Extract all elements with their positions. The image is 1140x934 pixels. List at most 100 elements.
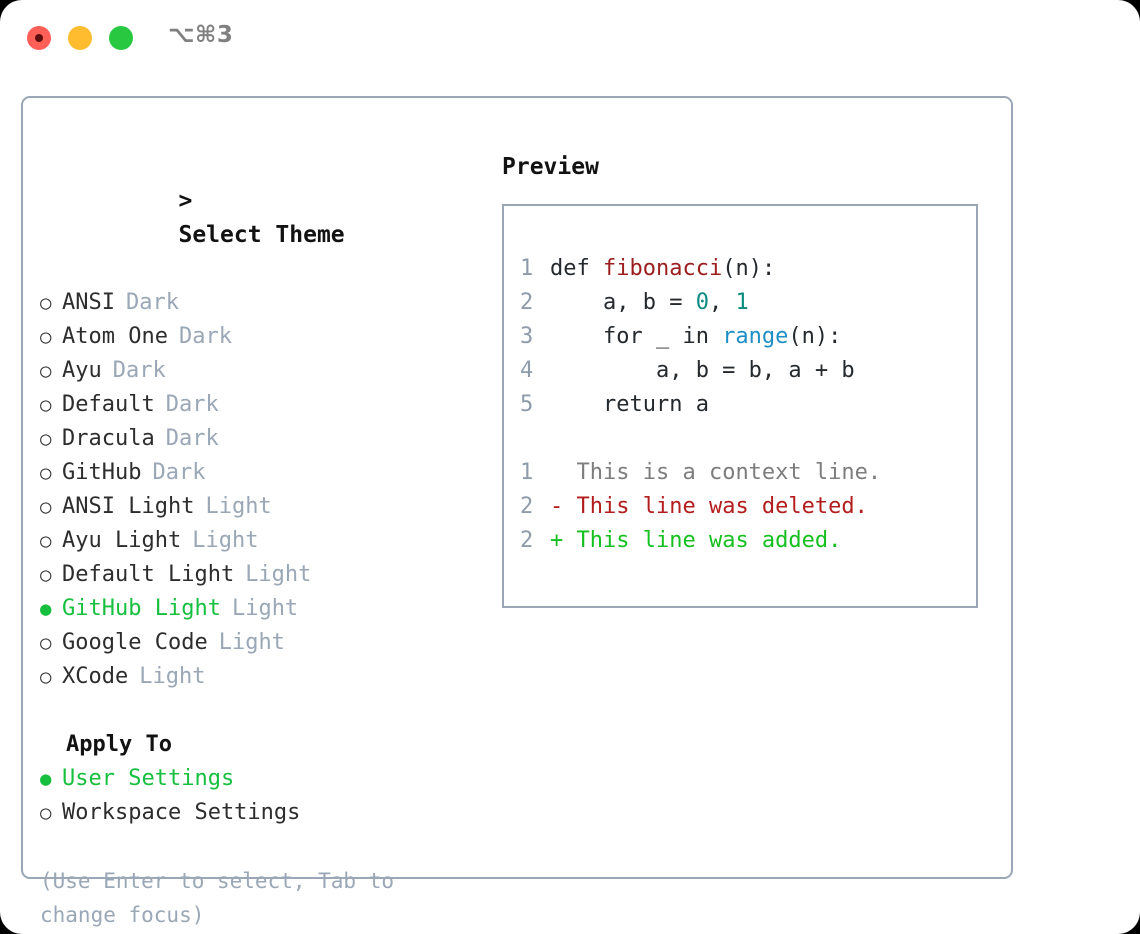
theme-option-ansi-light[interactable]: ○ ANSI Light Light xyxy=(40,490,470,524)
code-line: 2 a, b = 0, 1 xyxy=(520,286,970,320)
radio-unselected-icon: ○ xyxy=(40,394,52,416)
diff-line-text: This line was added. xyxy=(576,528,842,553)
diff-line-added: 2 + This line was added. xyxy=(520,524,970,558)
line-number: 1 xyxy=(520,460,534,485)
preview-spacer xyxy=(520,422,970,456)
apply-to-option-label: Workspace Settings xyxy=(62,800,301,825)
traffic-lights xyxy=(27,26,133,50)
select-theme-heading: > Select Theme xyxy=(40,150,470,286)
theme-option-variant-badge: Light xyxy=(245,562,312,587)
radio-selected-icon: ● xyxy=(40,768,52,790)
code-token-num: 1 xyxy=(735,290,749,315)
code-line: 3 for _ in range(n): xyxy=(520,320,970,354)
theme-option-variant-badge: Dark xyxy=(125,290,179,315)
radio-unselected-icon: ○ xyxy=(40,292,52,314)
diff-sample: 1 This is a context line.2- This line wa… xyxy=(520,456,970,558)
diff-line-text: This line was deleted. xyxy=(576,494,868,519)
code-line: 1 def fibonacci(n): xyxy=(520,252,970,286)
theme-option-ayu[interactable]: ○ Ayu Dark xyxy=(40,354,470,388)
radio-unselected-icon: ○ xyxy=(40,496,52,518)
radio-unselected-icon: ○ xyxy=(40,360,52,382)
theme-option-ansi[interactable]: ○ ANSI Dark xyxy=(40,286,470,320)
theme-option-label: ANSI Light xyxy=(62,494,195,519)
theme-option-label: Dracula xyxy=(62,426,155,451)
code-token-num: 0 xyxy=(695,290,709,315)
theme-option-label: ANSI xyxy=(62,290,115,315)
line-number: 2 xyxy=(520,528,534,553)
diff-marker: - xyxy=(550,494,577,519)
theme-option-variant-badge: Light xyxy=(231,596,299,621)
theme-option-label: Ayu xyxy=(62,358,102,383)
maximize-window-button[interactable] xyxy=(109,26,133,50)
radio-unselected-icon: ○ xyxy=(40,530,52,552)
theme-option-variant-badge: Light xyxy=(139,664,206,689)
theme-option-variant-badge: Dark xyxy=(165,426,219,451)
diff-marker xyxy=(550,456,577,490)
theme-option-variant-badge: Light xyxy=(218,630,285,655)
apply-to-option-label: User Settings xyxy=(62,766,235,791)
theme-option-label: GitHub xyxy=(62,460,142,485)
theme-option-variant-badge: Dark xyxy=(112,358,166,383)
apply-to-list: ● User Settings ○ Workspace Settings xyxy=(40,762,470,830)
radio-unselected-icon: ○ xyxy=(40,802,52,824)
theme-option-variant-badge: Light xyxy=(205,494,272,519)
theme-option-label: GitHub Light xyxy=(62,596,221,621)
code-line-text: a, b = b, a + b xyxy=(550,354,855,388)
apply-to-option-user-settings[interactable]: ● User Settings xyxy=(40,762,470,796)
keyboard-hint-text: (Use Enter to select, Tab to change focu… xyxy=(40,869,395,927)
diff-line-deleted: 2- This line was deleted. xyxy=(520,490,970,524)
code-line-text: for _ in range(n): xyxy=(550,320,841,354)
radio-unselected-icon: ○ xyxy=(40,326,52,348)
line-number: 2 xyxy=(520,494,534,519)
radio-unselected-icon: ○ xyxy=(40,632,52,654)
close-window-button[interactable] xyxy=(27,26,51,50)
code-line: 5 return a xyxy=(520,388,970,422)
code-token-plain: a, b = xyxy=(550,290,696,315)
theme-option-label: Default xyxy=(62,392,155,417)
code-token-plain: def xyxy=(550,256,603,281)
line-number: 1 xyxy=(520,256,534,281)
theme-option-label: Google Code xyxy=(62,630,208,655)
theme-option-variant-badge: Light xyxy=(192,528,259,553)
preview-heading: Preview xyxy=(502,154,599,180)
theme-option-xcode[interactable]: ○ XCode Light xyxy=(40,660,470,694)
code-token-fn: fibonacci xyxy=(602,256,723,281)
caret-icon: > xyxy=(178,188,193,214)
theme-option-label: XCode xyxy=(62,664,129,689)
code-token-plain: , xyxy=(708,290,736,315)
line-number: 2 xyxy=(520,290,534,315)
code-line-text: def fibonacci(n): xyxy=(550,252,775,286)
code-token-call: range xyxy=(722,324,789,349)
minimize-window-button[interactable] xyxy=(68,26,92,50)
window-shortcut-label: ⌥⌘3 xyxy=(168,22,234,48)
apply-to-option-workspace-settings[interactable]: ○ Workspace Settings xyxy=(40,796,470,830)
code-line-text: a, b = 0, 1 xyxy=(550,286,749,320)
code-token-plain: (n): xyxy=(788,324,842,349)
theme-option-variant-badge: Dark xyxy=(178,324,232,349)
title-bar: ⌥⌘3 xyxy=(0,0,1140,78)
code-token-plain: (n): xyxy=(722,256,776,281)
theme-option-variant-badge: Dark xyxy=(152,460,206,485)
code-token-plain: a, b = b, a + b xyxy=(550,358,855,383)
code-line: 4 a, b = b, a + b xyxy=(520,354,970,388)
line-number: 4 xyxy=(520,358,534,383)
theme-option-google-code[interactable]: ○ Google Code Light xyxy=(40,626,470,660)
diff-line-context: 1 This is a context line. xyxy=(520,456,970,490)
radio-unselected-icon: ○ xyxy=(40,666,52,688)
diff-marker: + xyxy=(550,528,577,553)
code-line-text: return a xyxy=(550,388,709,422)
